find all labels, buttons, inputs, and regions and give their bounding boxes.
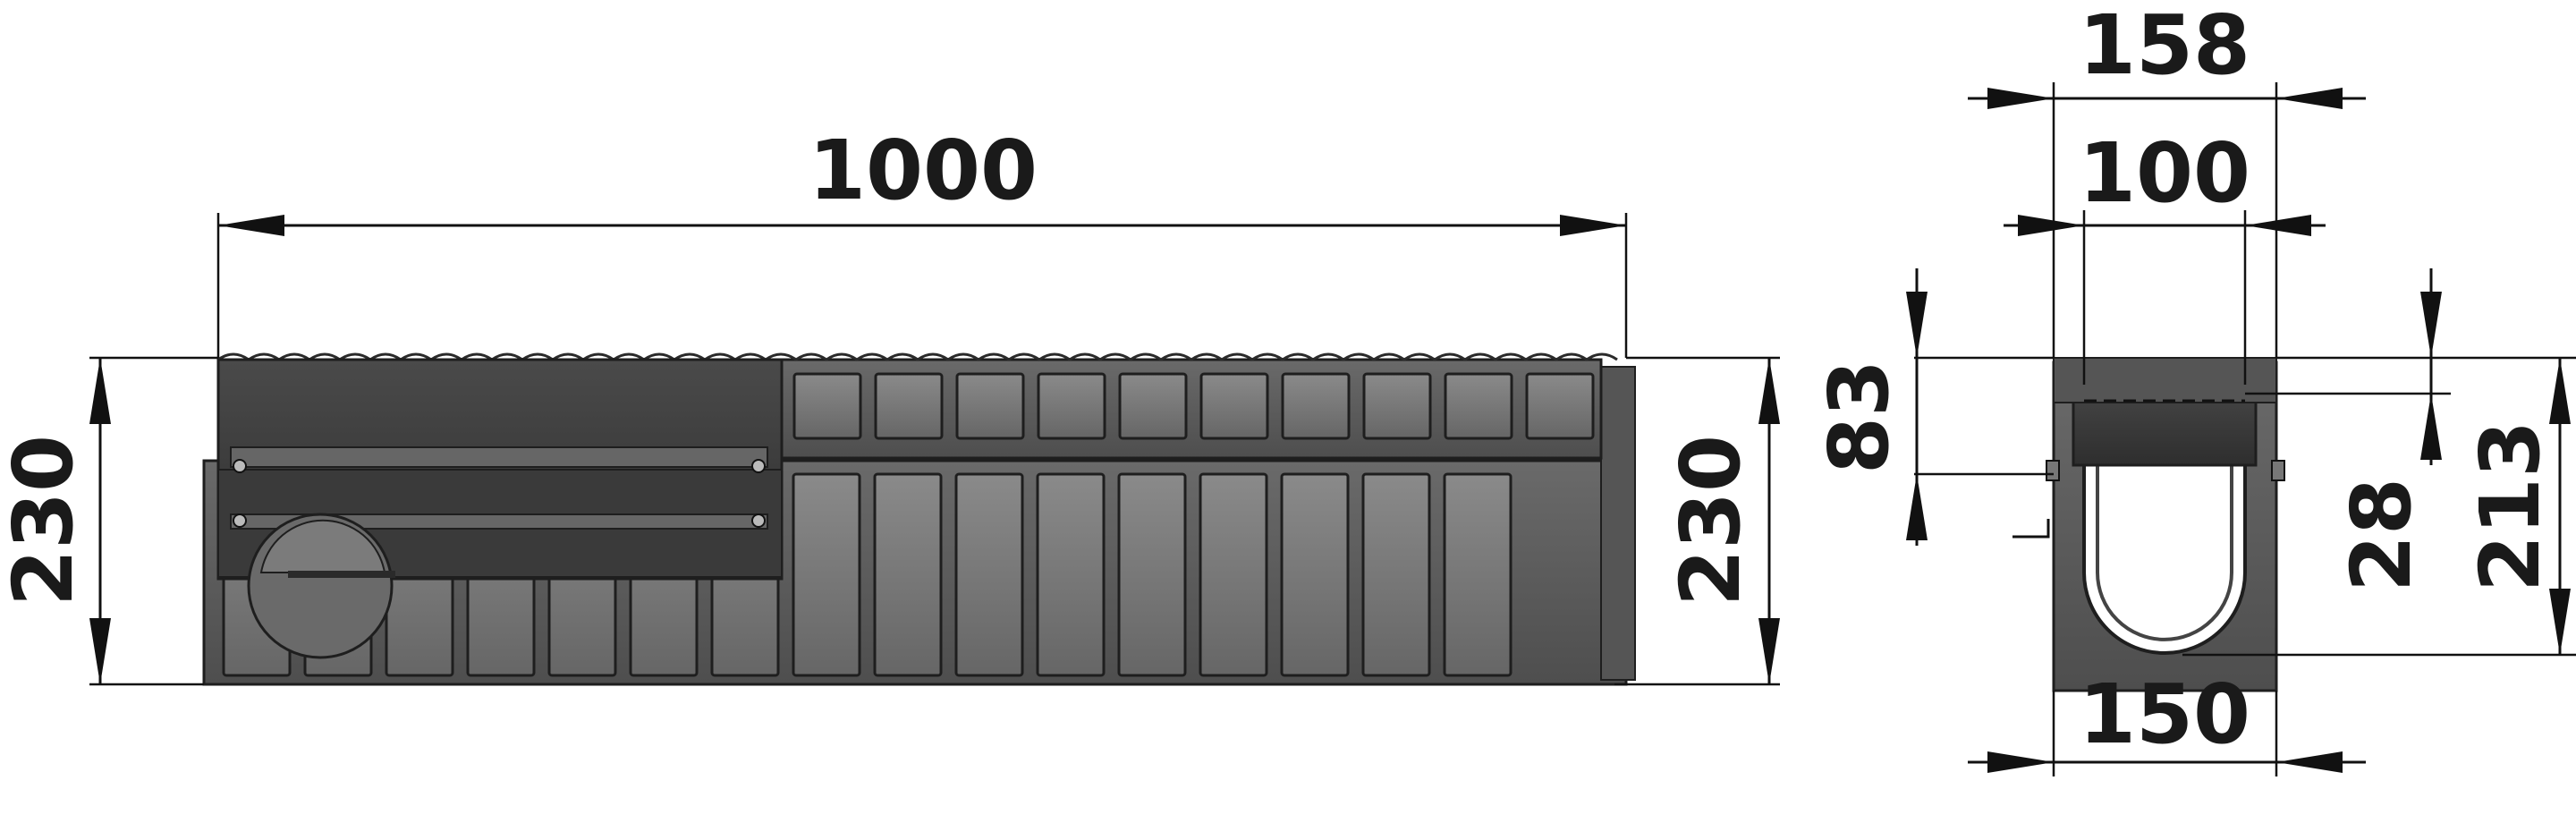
lower-slot xyxy=(1117,472,1187,677)
cross-section xyxy=(2012,357,2285,692)
upper-slot xyxy=(1362,372,1432,440)
channel-end-cap xyxy=(1600,366,1636,681)
dimension-lines xyxy=(89,82,2576,776)
upper-slot xyxy=(1281,372,1351,440)
grate-depth-label: 83 xyxy=(1811,360,1907,474)
right-height-label: 230 xyxy=(1663,435,1758,607)
outlet-pipe-hood xyxy=(259,519,386,573)
upper-slot xyxy=(1444,372,1513,440)
upper-slot xyxy=(1037,372,1106,440)
base-width-label: 150 xyxy=(2079,666,2250,762)
lower-slot xyxy=(792,472,861,677)
bolt-left-bottom xyxy=(233,513,247,528)
grate-wavy-edge xyxy=(217,352,1618,361)
upper-slot xyxy=(1525,372,1595,440)
outer-width-label: 158 xyxy=(2079,0,2250,93)
upper-slot xyxy=(1118,372,1188,440)
upper-slot xyxy=(955,372,1025,440)
section-clip-right xyxy=(2271,460,2285,481)
upper-slots xyxy=(792,372,1595,440)
outlet-logo-strip xyxy=(288,571,395,578)
side-view xyxy=(202,352,1636,686)
lower-slot xyxy=(873,472,943,677)
lower-slot xyxy=(1280,472,1350,677)
bolt-right-top xyxy=(751,459,766,473)
length-label: 1000 xyxy=(809,123,1038,218)
section-clip-left xyxy=(2046,460,2060,481)
section-u-channel-inner xyxy=(2096,447,2233,641)
section-grate-top xyxy=(2053,357,2277,403)
total-height-label: 213 xyxy=(2462,420,2558,592)
lower-slot xyxy=(1443,472,1513,677)
bolt-left-top xyxy=(233,459,247,473)
lower-slot xyxy=(1199,472,1268,677)
retaining-bar xyxy=(230,446,768,468)
lower-slot xyxy=(954,472,1024,677)
section-hook xyxy=(2012,519,2050,539)
inner-width-label: 100 xyxy=(2079,125,2250,221)
dimension-labels: 1000 230 230 158 100 150 83 28 213 xyxy=(0,0,2558,762)
lower-slots xyxy=(222,472,1513,677)
lower-slot xyxy=(1036,472,1106,677)
offset-label: 28 xyxy=(2334,478,2429,592)
bolt-right-bottom xyxy=(751,513,766,528)
upper-slot xyxy=(1199,372,1269,440)
left-height-label: 230 xyxy=(0,435,91,607)
retaining-bar-lower xyxy=(230,513,768,530)
lower-slot xyxy=(1361,472,1431,677)
upper-slot xyxy=(792,372,862,440)
upper-slot xyxy=(874,372,944,440)
